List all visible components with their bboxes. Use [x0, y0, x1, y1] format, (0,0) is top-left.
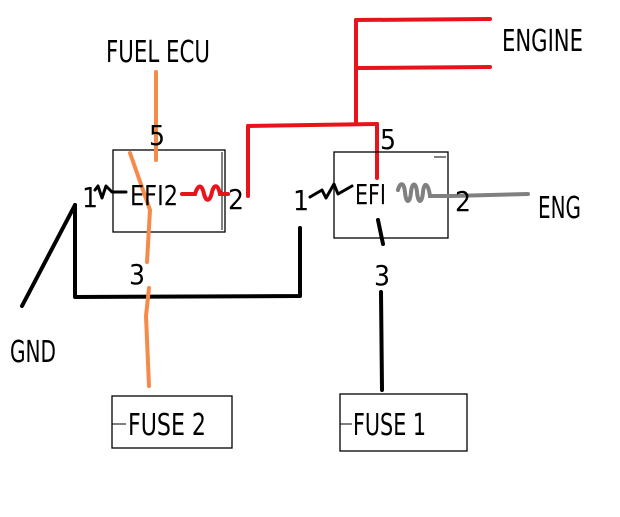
- relay-efi2-pin-3: 3: [129, 258, 145, 291]
- fuse-1-box: [339, 393, 468, 452]
- fuel-ecu-orange-wire: [128, 70, 158, 388]
- fuse-2-label: FUSE 2: [128, 408, 206, 443]
- relay-efi2-name: EFI2: [130, 179, 178, 212]
- ground-black-wire: [20, 203, 385, 392]
- relay-efi-coil: [396, 182, 530, 203]
- relay-efi-pin-2: 2: [455, 185, 471, 218]
- engine-red-wire: [246, 17, 492, 198]
- gnd-label: GND: [10, 335, 56, 370]
- fuse-2-box: [111, 395, 233, 449]
- relay-contacts: [93, 182, 354, 200]
- relay-efi-name: EFI: [355, 178, 386, 211]
- fuse-1-label: FUSE 1: [353, 408, 426, 443]
- relay-efi2-coil: [180, 184, 230, 202]
- relay-efi2-pin-5: 5: [149, 119, 165, 152]
- relay-efi-pin-1: 1: [293, 184, 309, 217]
- eng-label: ENG: [538, 191, 581, 226]
- relay-efi-pin-5: 5: [380, 123, 396, 156]
- fuse-1: [339, 393, 468, 452]
- fuel-ecu-label: FUEL ECU: [106, 35, 210, 70]
- engine-label: ENGINE: [502, 24, 583, 59]
- relay-efi2-pin-2: 2: [228, 183, 244, 216]
- relay-efi-pin-3: 3: [374, 259, 390, 292]
- fuse-2: [111, 395, 233, 449]
- relay-efi2-pin-1: 1: [82, 181, 98, 214]
